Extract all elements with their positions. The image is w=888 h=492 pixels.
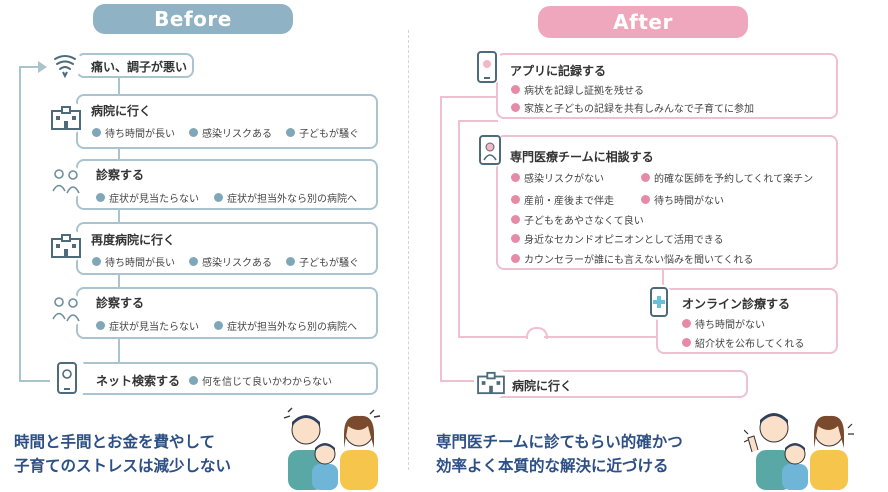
- after-footer-message: 専門医チームに診てもらい的確かつ 効率よく本質的な解決に近づける: [436, 433, 683, 475]
- list-item: カウンセラーが誰にも言えない悩みを聞いてくれる: [511, 251, 753, 266]
- before-loop-line-top: [19, 66, 41, 68]
- hospital-icon: [48, 228, 84, 264]
- after-loop-line: [544, 336, 656, 338]
- after-connector: [662, 270, 664, 290]
- list-item: 病状を記録し証拠を残せる: [511, 82, 644, 97]
- before-loop-arrowhead: [38, 61, 47, 73]
- step-title: 痛い、調子が悪い: [91, 60, 188, 74]
- bullet: [511, 234, 520, 243]
- after-step-medical-team: [496, 135, 838, 270]
- step-title: ネット検索する: [96, 374, 181, 388]
- list-item: 待ち時間が長い: [92, 254, 175, 269]
- bullet: [286, 128, 295, 137]
- list-item: 感染リスクある: [189, 125, 272, 140]
- before-loop-line-left: [19, 66, 21, 382]
- list-item: 待ち時間がない: [641, 192, 724, 207]
- before-header: Before: [93, 4, 293, 34]
- panel-divider: [408, 30, 409, 470]
- doctor-icon: [48, 164, 84, 200]
- doctor-icon: [48, 292, 84, 328]
- after-step-hospital: [486, 370, 748, 398]
- step-title: 診察する: [96, 168, 145, 182]
- bullet: [511, 215, 520, 224]
- bullet: [511, 173, 520, 182]
- bullet: [189, 257, 198, 266]
- list-item: 家族と子どもの記録を共有しみんなで子育てに参加: [511, 100, 754, 115]
- after-loop-line: [440, 96, 496, 98]
- family-illustration: [744, 413, 854, 490]
- before-connector: [118, 275, 120, 287]
- bullet: [511, 195, 520, 204]
- before-footer-message: 時間と手間とお金を費やして 子育てのストレスは減少しない: [14, 433, 232, 475]
- bullet: [286, 257, 295, 266]
- hospital-icon: [474, 366, 508, 400]
- list-item: 紹介状を公布してくれる: [682, 335, 804, 350]
- list-item: 子どもが騒ぐ: [286, 125, 359, 140]
- before-step-pain: [76, 53, 194, 78]
- bullet: [189, 128, 198, 137]
- list-item: 感染リスクある: [189, 254, 272, 269]
- app-record-icon: [470, 48, 504, 86]
- list-item: 待ち時間が長い: [92, 125, 175, 140]
- bullet: [92, 128, 101, 137]
- list-item: 症状が見当たらない: [96, 318, 199, 333]
- step-title: アプリに記録する: [510, 64, 607, 78]
- bullet: [641, 173, 650, 182]
- before-step-web-search: [76, 362, 378, 395]
- bullet: [682, 338, 691, 347]
- before-connector: [118, 339, 120, 362]
- bullet: [511, 254, 520, 263]
- step-title: 病院に行く: [512, 379, 573, 393]
- list-item: 身近なセカンドオピニオンとして活用できる: [511, 231, 724, 246]
- before-connector: [118, 149, 120, 159]
- before-step-exam: [76, 159, 378, 210]
- before-connector: [118, 78, 120, 94]
- bullet: [641, 195, 650, 204]
- bullet: [511, 85, 520, 94]
- after-loop-line: [458, 120, 498, 122]
- hospital-icon: [48, 100, 84, 136]
- after-loop-line: [440, 380, 474, 382]
- list-item: 的確な医師を予約してくれて楽チン: [641, 170, 813, 185]
- after-loop-bump: [526, 327, 548, 339]
- step-title: 再度病院に行く: [91, 233, 176, 247]
- list-item: 症状が担当外なら別の病院へ: [214, 318, 357, 333]
- list-item: 症状が見当たらない: [96, 190, 199, 205]
- bullet: [214, 321, 223, 330]
- after-loop-line: [458, 336, 528, 338]
- list-item: 産前・産後まで伴走: [511, 192, 614, 207]
- before-step-exam-again: [76, 287, 378, 339]
- before-step-hospital-again: [76, 222, 378, 275]
- step-title: 診察する: [96, 296, 145, 310]
- before-loop-line-bottom: [19, 380, 59, 382]
- bullet: [92, 257, 101, 266]
- after-header: After: [538, 6, 748, 38]
- list-item: 何を信じて良いかわからない: [189, 373, 332, 388]
- before-connector: [118, 210, 120, 222]
- list-item: 待ち時間がない: [682, 316, 765, 331]
- family-illustration: [283, 407, 381, 490]
- online-clinic-icon: [644, 284, 674, 320]
- before-step-hospital: [76, 94, 378, 149]
- bullet: [214, 193, 223, 202]
- bullet: [511, 103, 520, 112]
- list-item: 子どもが騒ぐ: [286, 254, 359, 269]
- after-step-app-record: [496, 53, 838, 119]
- medical-team-icon: [474, 132, 506, 168]
- pain-icon: [48, 47, 82, 81]
- bullet: [189, 376, 198, 385]
- list-item: 感染リスクがない: [511, 170, 604, 185]
- smartphone-icon: [50, 358, 84, 398]
- step-title: 病院に行く: [91, 104, 152, 118]
- bullet: [682, 319, 691, 328]
- bullet: [96, 193, 105, 202]
- step-title: オンライン診療する: [682, 297, 791, 311]
- bullet: [96, 321, 105, 330]
- list-item: 子どもをあやさなくて良い: [511, 212, 644, 227]
- list-item: 症状が担当外なら別の病院へ: [214, 190, 357, 205]
- step-title: 専門医療チームに相談する: [510, 150, 654, 164]
- after-loop-line: [458, 120, 460, 338]
- after-loop-line: [440, 96, 442, 382]
